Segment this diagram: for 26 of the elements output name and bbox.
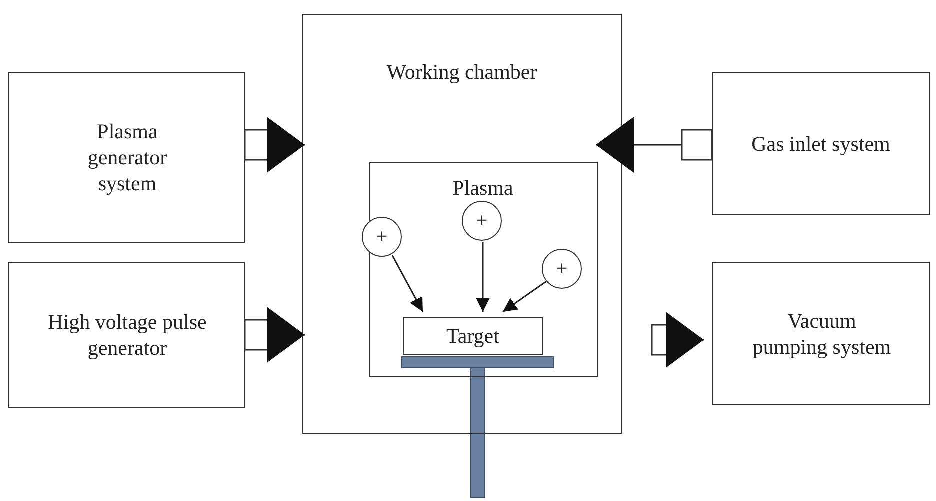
node-label: Plasma generator system [86, 118, 168, 197]
node-label: Gas inlet system [750, 130, 892, 157]
block-arrow [244, 307, 305, 363]
node-label: Working chamber [386, 59, 538, 86]
block-arrow [244, 117, 305, 173]
target-box [403, 317, 543, 355]
system-box [712, 262, 930, 405]
arrow [476, 242, 490, 312]
ion-circle [462, 201, 502, 241]
ion-circle [362, 217, 402, 257]
arrow [392, 255, 424, 312]
block-arrow [651, 312, 704, 368]
ion-circle [542, 249, 582, 289]
system-box [712, 72, 930, 215]
arrow [502, 280, 548, 313]
plus-sign: + [555, 259, 569, 279]
system-box [8, 262, 245, 408]
block-arrow [596, 117, 713, 173]
plus-sign: + [375, 227, 389, 247]
node-label: Target [446, 322, 500, 350]
node-label: Plasma [452, 174, 514, 201]
node-label: High voltage pulse generator [47, 308, 208, 362]
system-box [8, 72, 245, 243]
plus-sign: + [475, 211, 489, 231]
node-label: Vacuum pumping system [752, 307, 892, 360]
chamber-box [302, 14, 622, 434]
